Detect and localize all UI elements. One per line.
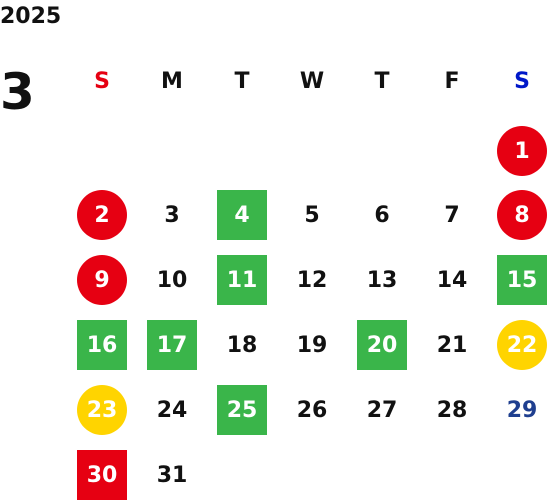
weekday-header-1: M: [161, 68, 183, 94]
day-19[interactable]: 19: [296, 332, 328, 358]
day-3[interactable]: 3: [164, 202, 180, 228]
day-18[interactable]: 18: [226, 332, 258, 358]
day-21[interactable]: 21: [436, 332, 468, 358]
day-11[interactable]: 11: [217, 255, 267, 305]
weekday-header-4: T: [374, 68, 390, 94]
day-24[interactable]: 24: [156, 397, 188, 423]
day-1[interactable]: 1: [497, 126, 547, 176]
day-10[interactable]: 10: [156, 267, 188, 293]
day-20[interactable]: 20: [357, 320, 407, 370]
day-16[interactable]: 16: [77, 320, 127, 370]
day-5[interactable]: 5: [304, 202, 320, 228]
day-29[interactable]: 29: [506, 397, 538, 423]
day-30[interactable]: 30: [77, 450, 127, 500]
day-17[interactable]: 17: [147, 320, 197, 370]
month-number: 3: [0, 63, 35, 121]
day-2[interactable]: 2: [77, 190, 127, 240]
day-7[interactable]: 7: [444, 202, 460, 228]
day-15[interactable]: 15: [497, 255, 547, 305]
day-25[interactable]: 25: [217, 385, 267, 435]
weekday-header-3: W: [299, 68, 325, 94]
weekday-header-6: S: [514, 68, 530, 94]
day-13[interactable]: 13: [366, 267, 398, 293]
day-22[interactable]: 22: [497, 320, 547, 370]
day-9[interactable]: 9: [77, 255, 127, 305]
day-28[interactable]: 28: [436, 397, 468, 423]
day-6[interactable]: 6: [374, 202, 390, 228]
year-label: 2025: [0, 4, 62, 29]
day-27[interactable]: 27: [366, 397, 398, 423]
weekday-header-5: F: [444, 68, 460, 94]
day-4[interactable]: 4: [217, 190, 267, 240]
day-14[interactable]: 14: [436, 267, 468, 293]
weekday-header-0: S: [94, 68, 110, 94]
weekday-header-2: T: [234, 68, 250, 94]
day-8[interactable]: 8: [497, 190, 547, 240]
day-12[interactable]: 12: [296, 267, 328, 293]
day-26[interactable]: 26: [296, 397, 328, 423]
day-23[interactable]: 23: [77, 385, 127, 435]
day-31[interactable]: 31: [156, 462, 188, 488]
